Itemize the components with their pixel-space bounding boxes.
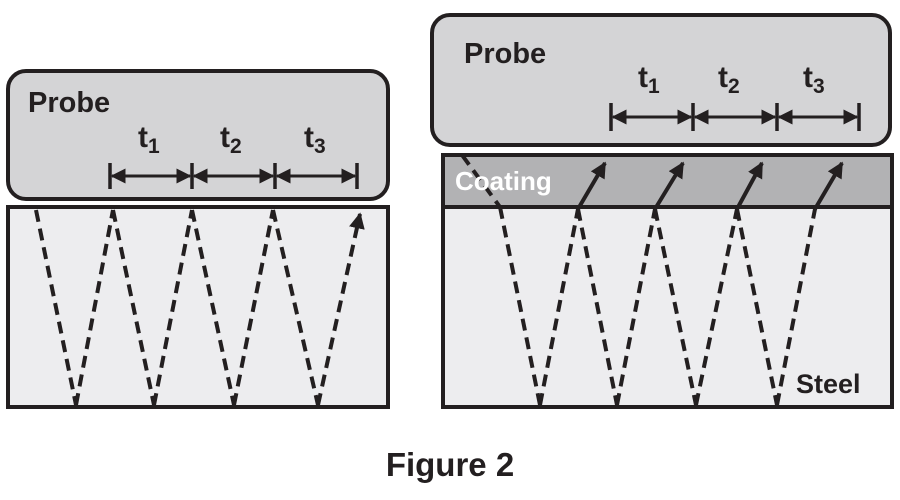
left-t1-label: t1 [138, 121, 160, 158]
right-echo-path-1-segment [538, 208, 580, 406]
right-echo-path-2-segment [576, 208, 619, 406]
left-probe [6, 69, 390, 201]
right-steel-block [441, 205, 894, 409]
coating-label: Coating [455, 166, 552, 196]
right-interval-labels: t1 t2 t3 [638, 61, 825, 98]
left-echo-path-segment [111, 209, 156, 406]
left-t3-label: t3 [304, 121, 326, 158]
right-ultrasound-path [460, 153, 844, 406]
left-echo-path-segment [316, 212, 365, 406]
left-t2-label: t2 [220, 121, 242, 158]
right-echo-path-1-segment [460, 153, 502, 209]
right-t2-label: t2 [718, 61, 740, 98]
left-echo-path-segment [232, 209, 275, 406]
right-t1-label: t1 [638, 61, 660, 98]
steel-label: Steel [796, 369, 861, 399]
left-probe-label: Probe [28, 87, 110, 119]
right-coating-layer [441, 153, 894, 209]
right-echo-path-1-segment [498, 206, 542, 406]
coating-exit-arrow-1 [576, 161, 607, 211]
left-interval-labels: t1 t2 t3 [138, 121, 326, 158]
coating-exit-arrow-3 [735, 161, 764, 210]
figure-caption: Figure 2 [385, 446, 515, 483]
right-echo-path-2-segment [615, 208, 657, 406]
right-panel: Probe t1 t2 t3 Coating Steel [430, 13, 894, 409]
left-echo-path-segment [190, 209, 236, 406]
right-probe-label: Probe [464, 38, 546, 70]
left-panel: Probe t1 t2 t3 [6, 69, 390, 409]
left-echo-path-segment [34, 209, 78, 406]
coating-exit-arrow-4 [813, 161, 844, 211]
right-interval-dimension-arrows [609, 103, 861, 131]
right-t3-label: t3 [803, 61, 825, 98]
left-echo-path-segment [271, 209, 320, 406]
right-echo-path-3-segment [653, 208, 698, 406]
left-echo-path-segment [152, 209, 194, 406]
left-ultrasound-path [34, 209, 365, 406]
coating-exit-arrow-2 [653, 161, 685, 211]
right-echo-path-4-segment [775, 208, 817, 406]
left-echo-path-segment [74, 209, 115, 406]
right-echo-path-4-segment [735, 208, 779, 406]
right-echo-path-3-segment [694, 208, 739, 406]
left-interval-dimension-arrows [108, 163, 359, 189]
